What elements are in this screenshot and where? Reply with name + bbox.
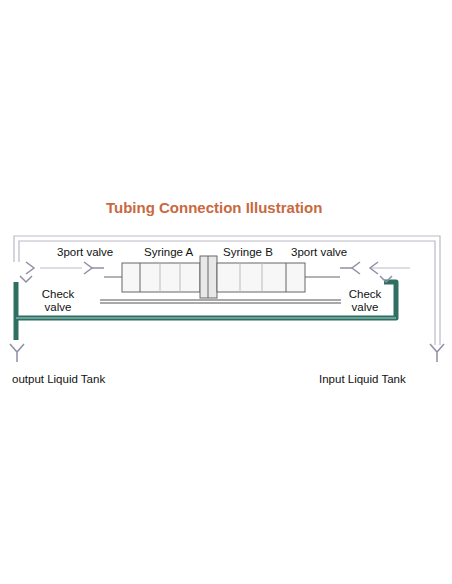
part-label: 3port valve (56, 246, 114, 259)
tank-connector (10, 344, 444, 362)
part-label: 3port valve (290, 246, 348, 259)
part-label: Check valve (341, 288, 389, 314)
tank-label: Input Liquid Tank (318, 373, 407, 386)
part-label: Syringe B (222, 246, 274, 259)
part-label: Syringe A (143, 246, 194, 259)
base-rail (100, 300, 345, 303)
diagram-title: Tubing Connection Illustration (106, 199, 322, 216)
part-label: Check valve (34, 288, 82, 314)
syringe (104, 256, 340, 298)
tank-label: output Liquid Tank (11, 373, 106, 386)
green-tubing-highlight (16, 318, 396, 319)
grey-tubing (14, 236, 440, 345)
